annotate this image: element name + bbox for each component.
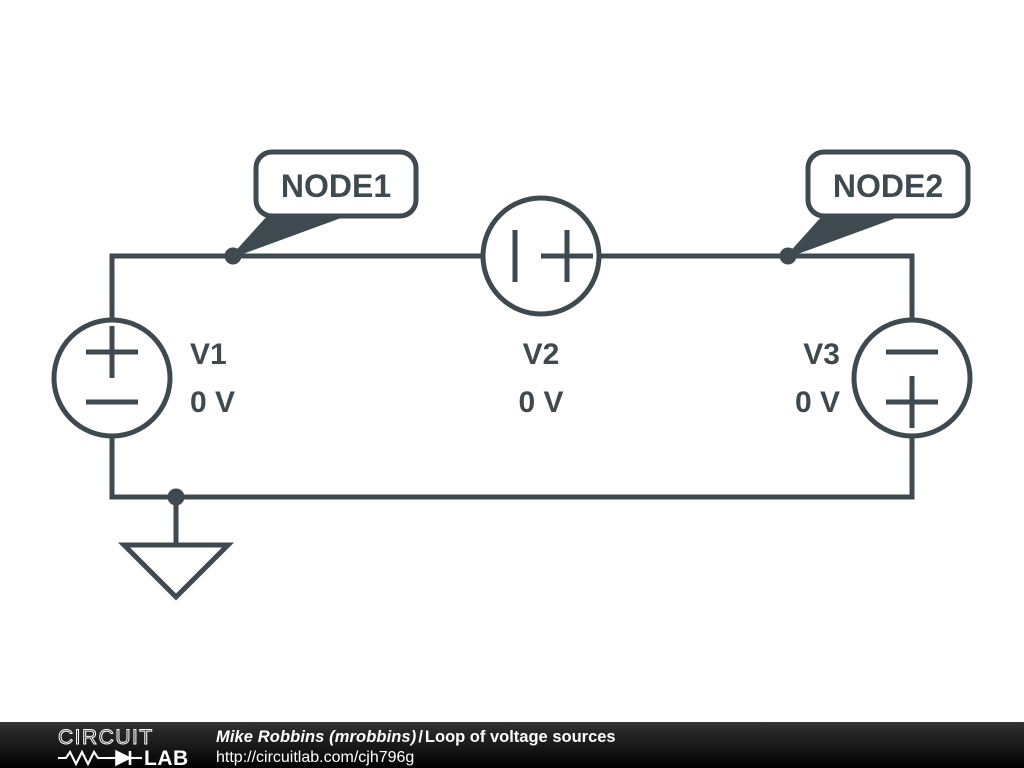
v1-value-label: 0 V bbox=[190, 386, 235, 419]
junction-dot-node1 bbox=[224, 247, 242, 265]
logo-word-lab: LAB bbox=[144, 747, 189, 767]
v2-value-label: 0 V bbox=[518, 386, 563, 419]
footer-credit-line: Mike Robbins (mrobbins)/Loop of voltage … bbox=[216, 724, 976, 748]
v2-name-label: V2 bbox=[523, 338, 560, 371]
footer-title: Loop of voltage sources bbox=[424, 728, 616, 746]
circuitlab-logo[interactable]: CIRCUIT LAB bbox=[56, 725, 206, 768]
circuit-schematic[interactable]: V1 0 V V2 0 V bbox=[0, 0, 1024, 722]
ground-triangle bbox=[117, 542, 235, 601]
footer-author: Mike Robbins (mrobbins) bbox=[216, 728, 417, 746]
ground-symbol-icon[interactable] bbox=[117, 542, 235, 601]
v3-value-label: 0 V bbox=[795, 386, 840, 419]
junction-dot-ground bbox=[167, 488, 185, 506]
node1-callout-text: NODE1 bbox=[281, 168, 391, 204]
schematic-canvas[interactable]: V1 0 V V2 0 V bbox=[0, 0, 1024, 722]
v1-name-label: V1 bbox=[190, 338, 227, 371]
node2-callout-tail bbox=[786, 213, 902, 258]
component-v1[interactable] bbox=[51, 317, 173, 439]
v1-plus-icon bbox=[86, 326, 138, 378]
footer-url[interactable]: http://circuitlab.com/cjh796g bbox=[216, 749, 415, 766]
node2-callout-box bbox=[805, 149, 971, 219]
footer-bar: CIRCUIT LAB Mike Robbins (mrobbins)/Loop… bbox=[0, 722, 1024, 768]
node1-callout-box bbox=[253, 149, 419, 219]
component-v2[interactable] bbox=[480, 195, 602, 317]
node-label-node2[interactable]: NODE2 bbox=[786, 149, 971, 258]
v3-name-label: V3 bbox=[803, 338, 840, 371]
resistor-diode-icon bbox=[58, 749, 120, 767]
wire-network bbox=[109, 253, 915, 548]
v3-plus-icon bbox=[886, 376, 938, 428]
component-v3[interactable] bbox=[851, 317, 973, 439]
footer-text-block: Mike Robbins (mrobbins)/Loop of voltage … bbox=[216, 724, 976, 768]
v2-plus-icon bbox=[541, 230, 593, 282]
footer-separator: / bbox=[418, 728, 423, 746]
node1-callout-tail bbox=[231, 213, 347, 258]
node2-callout-text: NODE2 bbox=[833, 168, 943, 204]
logo-word-circuit: CIRCUIT bbox=[58, 726, 154, 749]
junction-dot-node2 bbox=[779, 247, 797, 265]
node-label-node1[interactable]: NODE1 bbox=[231, 149, 419, 258]
diode-icon bbox=[115, 749, 142, 767]
